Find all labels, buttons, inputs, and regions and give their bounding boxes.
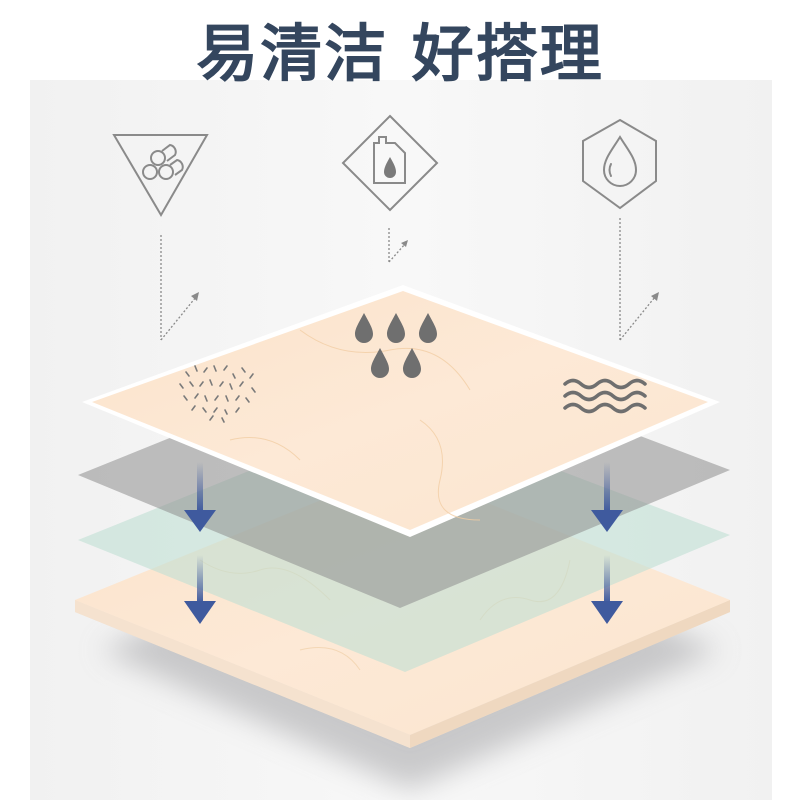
logs-stain-icon (112, 134, 209, 217)
top-tile-surface (82, 285, 720, 537)
dotted-arrow-2-head (401, 240, 408, 247)
dotted-arrow-1 (160, 235, 197, 341)
water-stain-icon (582, 118, 657, 210)
arrow-left-upper (184, 462, 216, 532)
dotted-arrow-1-head (191, 292, 199, 301)
arrow-right-upper (591, 462, 623, 532)
page-title: 易清洁 好搭理 (196, 17, 604, 90)
dust-particles-icon (179, 365, 256, 423)
oil-stain-icon (341, 114, 439, 212)
arrow-right-lower (591, 555, 623, 624)
dotted-arrow-3-head (651, 292, 659, 301)
arrow-left-lower (184, 555, 216, 624)
oil-drop (384, 157, 396, 178)
dotted-arrow-3 (619, 218, 656, 341)
dotted-arrow-2 (388, 228, 406, 263)
water-drops-icon (355, 313, 437, 378)
waves-icon (563, 378, 647, 414)
